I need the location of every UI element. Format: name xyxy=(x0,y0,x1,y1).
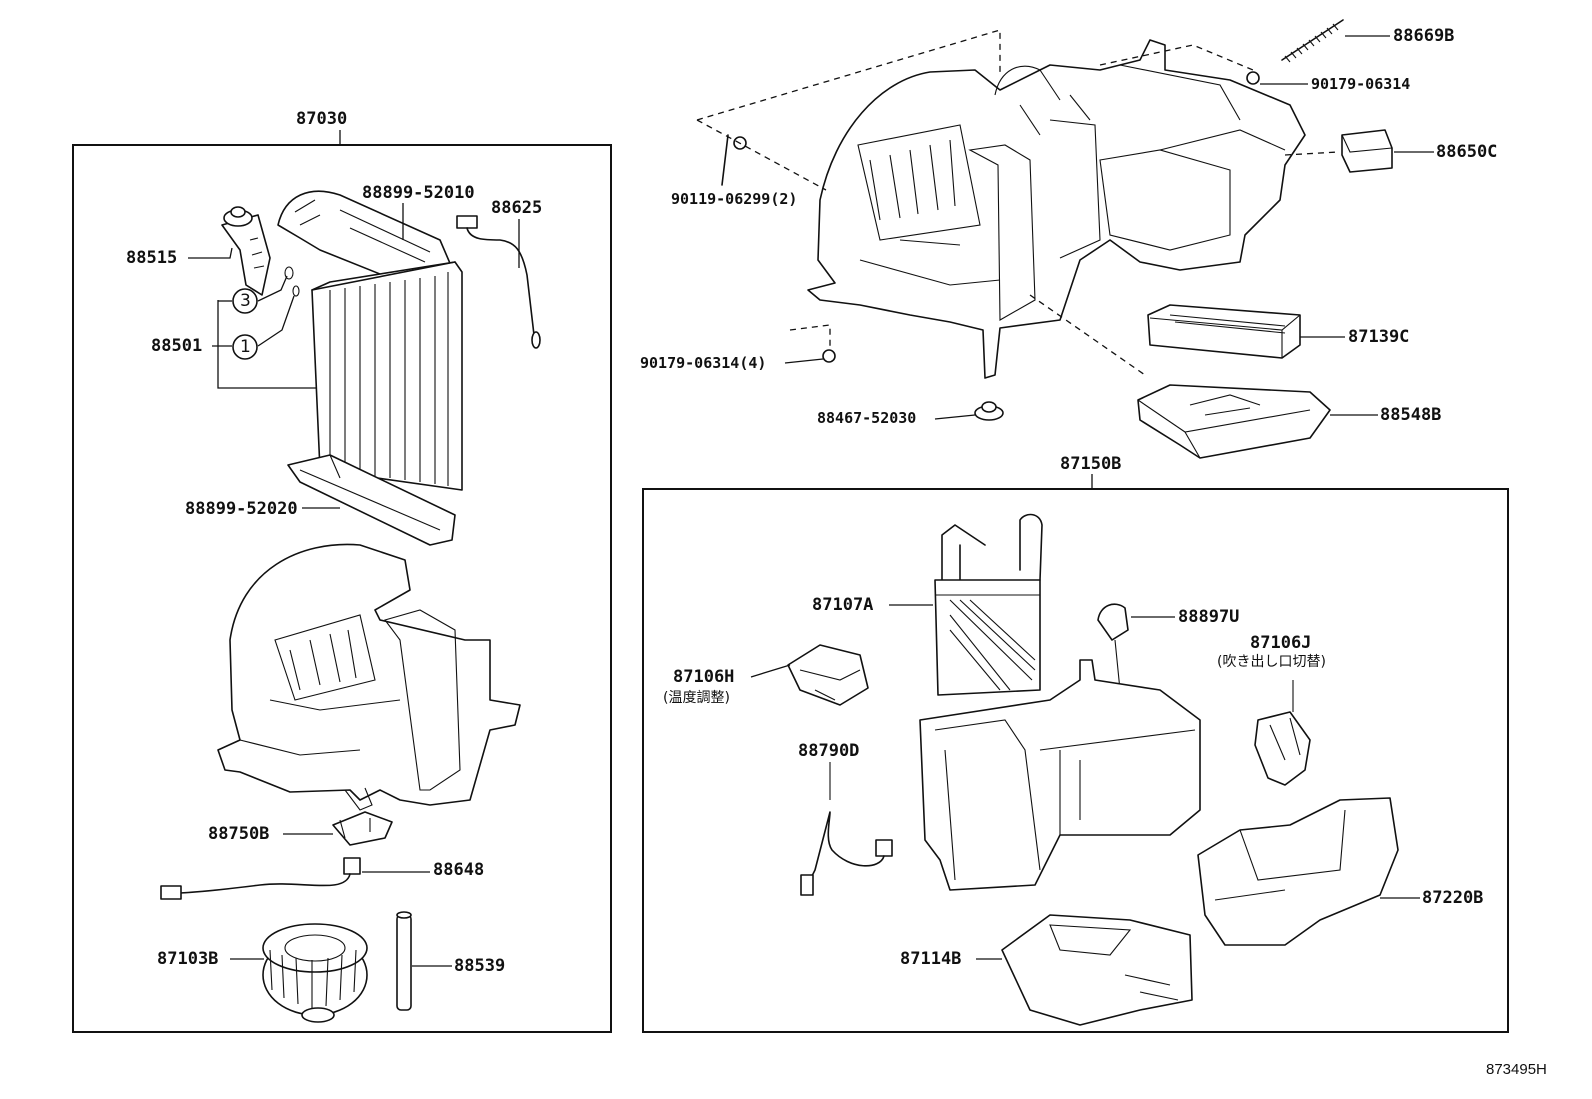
label-88467-52030: 88467-52030 xyxy=(817,409,917,427)
harness-88790d-drawing xyxy=(800,762,893,896)
leader-88515 xyxy=(188,247,233,259)
label-87106h: 87106H xyxy=(673,667,735,687)
label-88548b: 88548B xyxy=(1380,405,1442,425)
duct-87114b-drawing xyxy=(1001,914,1193,1026)
leader-circle3 xyxy=(257,275,288,302)
label-90179-06314-4: 90179-06314(4) xyxy=(640,354,767,372)
label-88515: 88515 xyxy=(126,248,178,268)
label-90179-06314-top: 90179-06314 xyxy=(1311,75,1411,93)
label-87106j-note: (吹き出し口切替) xyxy=(1217,654,1326,670)
blower-resistor-drawing xyxy=(332,811,393,846)
diagram-id: 873495H xyxy=(1486,1061,1547,1078)
servo-87106j-drawing xyxy=(1254,680,1311,786)
label-87103b: 87103B xyxy=(157,949,219,969)
label-87106h-note: (温度調整) xyxy=(663,690,730,706)
label-88539: 88539 xyxy=(454,956,506,976)
heater-case-drawing xyxy=(919,659,1201,891)
label-87106j: 87106J xyxy=(1250,633,1312,653)
leader-circle1 xyxy=(257,295,295,347)
label-87114b: 87114B xyxy=(900,949,962,969)
heater-unit-assembly-drawing xyxy=(807,39,1306,379)
dash-line-top xyxy=(696,29,1001,121)
assembly-87150b-frame xyxy=(642,488,1509,1033)
dash-line-relay xyxy=(1284,151,1339,156)
relay-88650c-drawing xyxy=(1341,129,1393,173)
callout-label-3: 3 xyxy=(240,291,251,311)
label-88897u: 88897U xyxy=(1178,607,1240,627)
filter-case-88548b-drawing xyxy=(1137,384,1331,459)
air-filter-87139c-drawing xyxy=(1147,304,1301,359)
assembly-87030-frame xyxy=(72,144,612,1033)
callout-label-1: 1 xyxy=(240,337,251,357)
label-88501: 88501 xyxy=(151,336,203,356)
label-88790d: 88790D xyxy=(798,741,860,761)
thermistor-drawing xyxy=(456,215,541,349)
blower-motor-drawing xyxy=(262,923,368,1023)
expansion-valve-drawing xyxy=(221,206,300,297)
label-90119-06299: 90119-06299(2) xyxy=(671,190,798,208)
callout-circle-3 xyxy=(232,288,258,314)
label-88750b: 88750B xyxy=(208,824,270,844)
label-87030: 87030 xyxy=(296,109,348,129)
grommet-88467-drawing xyxy=(974,401,1004,421)
evaporator-core-drawing xyxy=(311,261,463,491)
servo-87106h-drawing xyxy=(787,644,869,706)
label-88625: 88625 xyxy=(491,198,543,218)
leader-88467 xyxy=(934,414,976,420)
leader-88501-bracket xyxy=(217,300,316,389)
clip-90179-4-drawing xyxy=(822,349,836,363)
label-88648: 88648 xyxy=(433,860,485,880)
heater-core-drawing xyxy=(934,513,1043,696)
label-88899-52020: 88899-52020 xyxy=(185,499,298,519)
leader-87106h xyxy=(750,664,791,678)
label-88650c: 88650C xyxy=(1436,142,1498,162)
label-88669b: 88669B xyxy=(1393,26,1455,46)
clip-90179-top-drawing xyxy=(1246,71,1260,85)
label-87107a: 87107A xyxy=(812,595,874,615)
label-87150b: 87150B xyxy=(1060,454,1122,474)
callout-circle-1 xyxy=(232,334,258,360)
spring-88669b-drawing xyxy=(1281,19,1344,63)
dash-line-filter xyxy=(1029,294,1146,376)
dash-line-clip4 xyxy=(789,324,831,350)
blower-case-drawing xyxy=(217,543,521,811)
leader-90179-4 xyxy=(784,358,824,364)
screw-90119-drawing xyxy=(721,134,747,186)
label-87220b: 87220B xyxy=(1422,888,1484,908)
evaporator-bracket-drawing xyxy=(287,454,456,546)
blower-harness-drawing xyxy=(160,857,361,900)
label-88899-52010: 88899-52010 xyxy=(362,183,475,203)
label-87139c: 87139C xyxy=(1348,327,1410,347)
drain-hose-drawing xyxy=(396,911,412,1011)
blower-duct-87220b-drawing xyxy=(1197,797,1399,946)
sensor-88897u-drawing xyxy=(1097,603,1129,691)
dash-line-left xyxy=(696,119,827,191)
